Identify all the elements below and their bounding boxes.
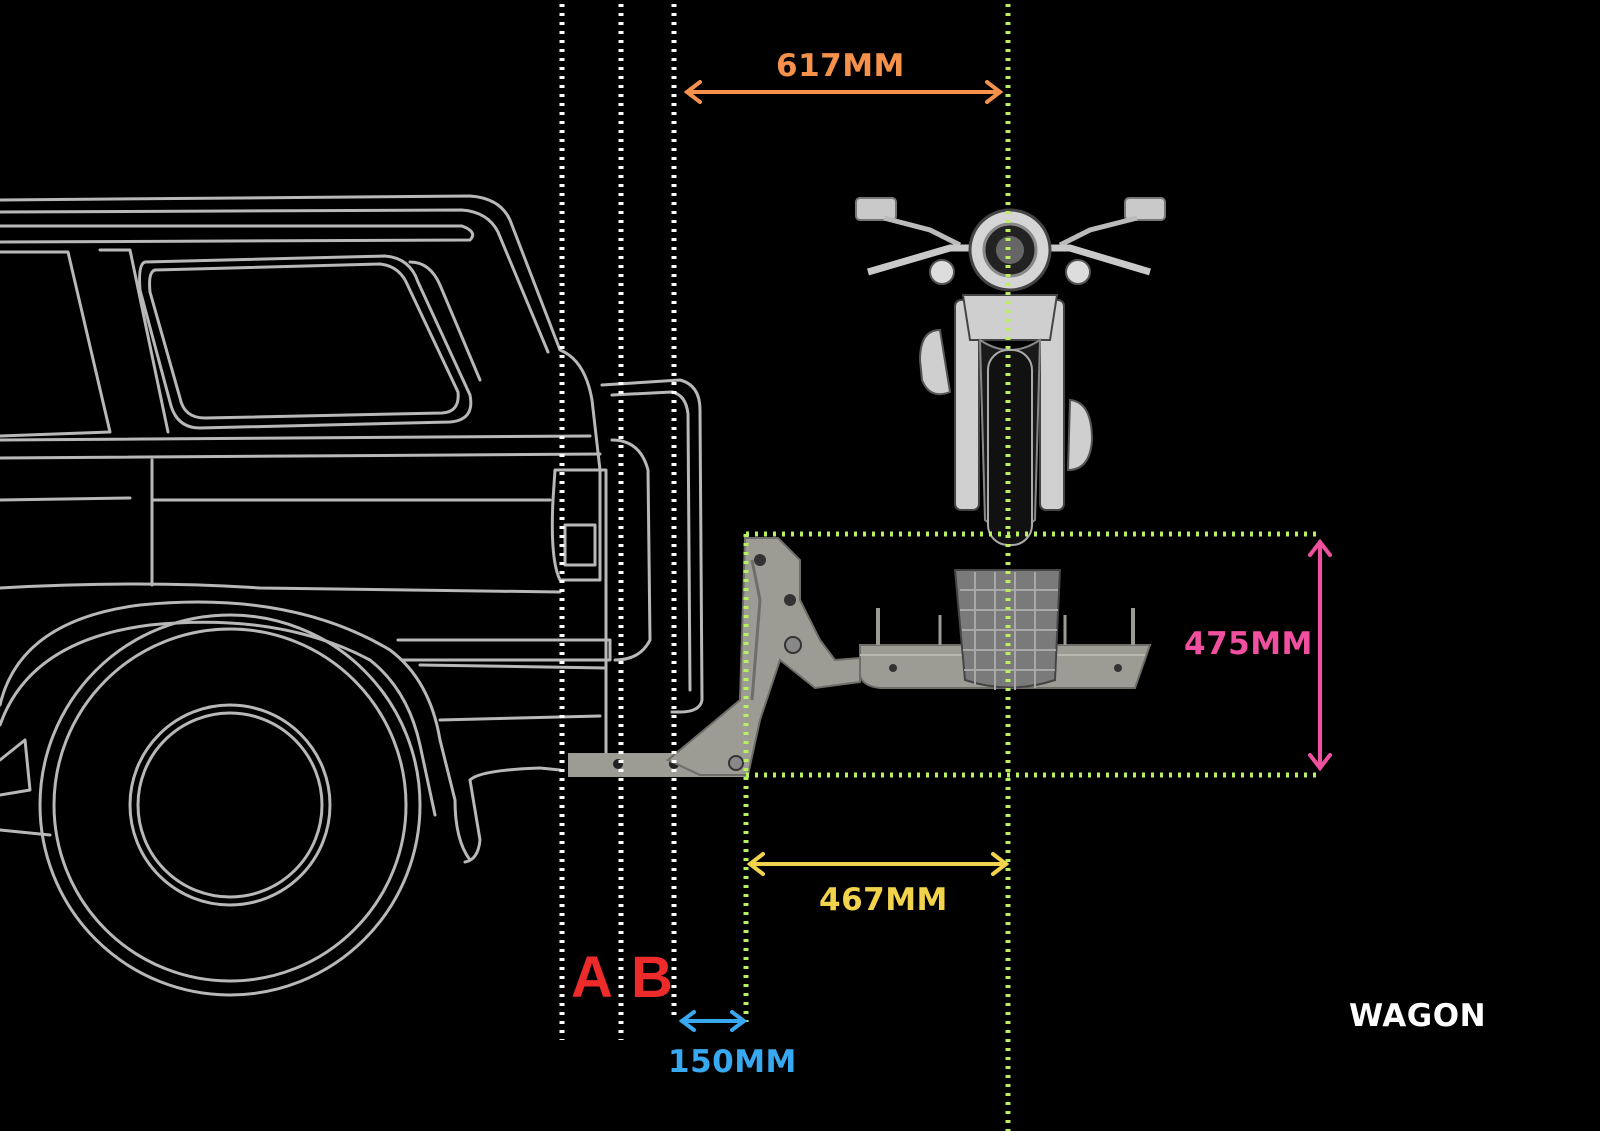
marker-a-label: A (571, 945, 613, 1010)
marker-b-label: B (631, 945, 673, 1010)
dimension-150-arrow (678, 1010, 748, 1032)
dimension-475-arrow (1308, 538, 1332, 772)
vehicle-reference-lines (559, 4, 677, 1040)
wagon-rear-outline-icon (0, 194, 704, 997)
vehicle-type-label: WAGON (1349, 998, 1487, 1034)
carrier-guide-lines (743, 4, 1322, 1131)
dimension-617-arrow (683, 80, 1004, 104)
dimension-475-label: 475MM (1184, 626, 1313, 662)
hitch-carrier-icon (568, 537, 1152, 777)
dimension-467-label: 467MM (819, 882, 948, 918)
dimension-617-label: 617MM (776, 48, 905, 84)
dimension-150-label: 150MM (668, 1044, 797, 1080)
dimension-467-arrow (746, 852, 1010, 876)
